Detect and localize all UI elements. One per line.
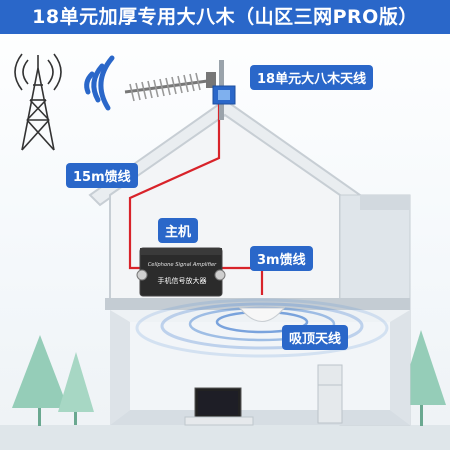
amplifier-chinese-text: 手机信号放大器 xyxy=(157,277,207,285)
page-title: 18单元加厚专用大八木（山区三网PRO版） xyxy=(0,0,450,34)
tv-set xyxy=(184,387,254,426)
fridge xyxy=(317,364,343,424)
label-antenna: 18单元大八木天线 xyxy=(250,65,374,90)
cell-tower xyxy=(14,53,62,151)
tree-left xyxy=(12,335,68,426)
ground xyxy=(0,425,450,450)
label-host: 主机 xyxy=(158,218,199,243)
label-ceiling-antenna: 吸顶天线 xyxy=(282,325,349,350)
label-feeder-3m: 3m馈线 xyxy=(250,246,313,271)
ceiling-antenna xyxy=(238,307,286,322)
signal-amplifier xyxy=(136,247,226,297)
yagi-antenna xyxy=(124,60,236,120)
amplifier-brand-text: Cellphone Signal Amplifier xyxy=(147,262,217,268)
signal-arcs xyxy=(84,55,115,111)
tree-left-small xyxy=(58,352,94,425)
label-feeder-15m: 15m馈线 xyxy=(66,163,138,188)
